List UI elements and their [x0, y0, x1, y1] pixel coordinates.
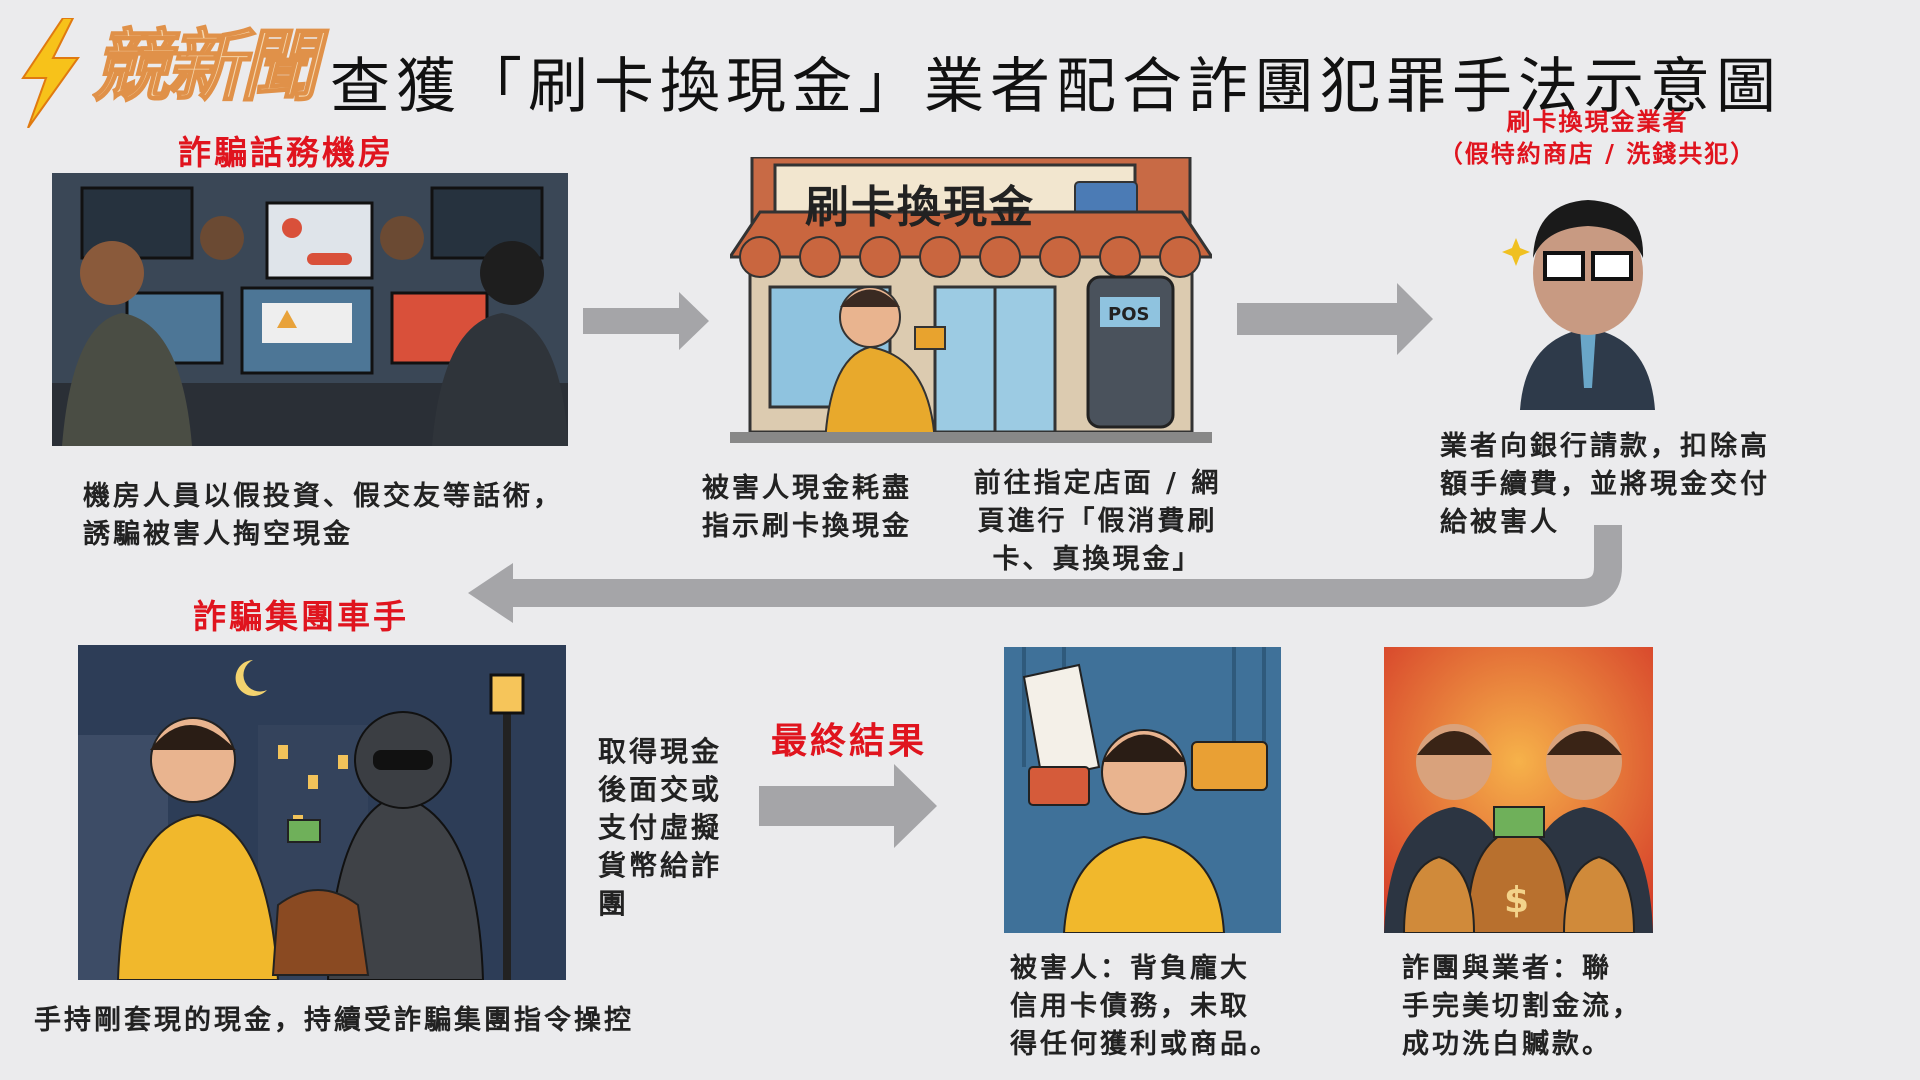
- handoff-caption: 取得現金後面交或支付虛擬貨幣給詐團: [598, 735, 723, 920]
- call-center-label: 詐騙話務機房: [178, 133, 394, 172]
- gang-result-caption: 詐團與業者：聯手完美切割金流，成功洗白贓款。: [1402, 953, 1642, 1060]
- shop-sign: 刷卡換現金: [805, 182, 1035, 233]
- call-center-caption: 機房人員以假投資、假交友等話術，誘騙被害人掏空現金: [83, 481, 563, 550]
- page-title: 查獲「刷卡換現金」業者配合詐團犯罪手法示意圖: [330, 52, 1782, 122]
- victim-debt-illustration: [1004, 647, 1281, 933]
- victim-result-caption: 被害人：背負龐大信用卡債務，未取得任何獲利或商品。: [1010, 953, 1280, 1060]
- fake-purchase-caption: 前往指定店面 / 網頁進行「假消費刷卡、真換現金」: [973, 468, 1222, 575]
- courier-caption: 手持剛套現的現金，持續受詐騙集團指令操控: [34, 1005, 634, 1036]
- courier-label: 詐騙集團車手: [193, 597, 409, 636]
- victim-instruction-caption: 被害人現金耗盡指示刷卡換現金: [702, 473, 912, 542]
- shop-illustration: POS 刷卡換現金: [730, 157, 1212, 443]
- pos-label: POS: [1108, 304, 1149, 325]
- arrow-right-icon: [759, 764, 937, 848]
- merchant-label: 刷卡換現金業者（假特約商店 / 洗錢共犯）: [1438, 107, 1757, 168]
- return-arrow-icon: [468, 525, 1622, 623]
- arrow-right-icon: [1237, 283, 1433, 355]
- merchant-caption: 業者向銀行請款，扣除高額手續費，並將現金交付給被害人: [1440, 431, 1770, 538]
- courier-illustration: [78, 645, 566, 980]
- call-center-illustration: [52, 173, 568, 446]
- gang-profit-illustration: $: [1384, 647, 1653, 933]
- final-result-label: 最終結果: [771, 720, 928, 762]
- merchant-illustration: [1500, 178, 1675, 410]
- lightning-icon: [21, 18, 80, 128]
- svg-text:$: $: [1504, 880, 1529, 921]
- logo: 競新聞: [91, 21, 319, 112]
- arrow-right-icon: [583, 292, 709, 350]
